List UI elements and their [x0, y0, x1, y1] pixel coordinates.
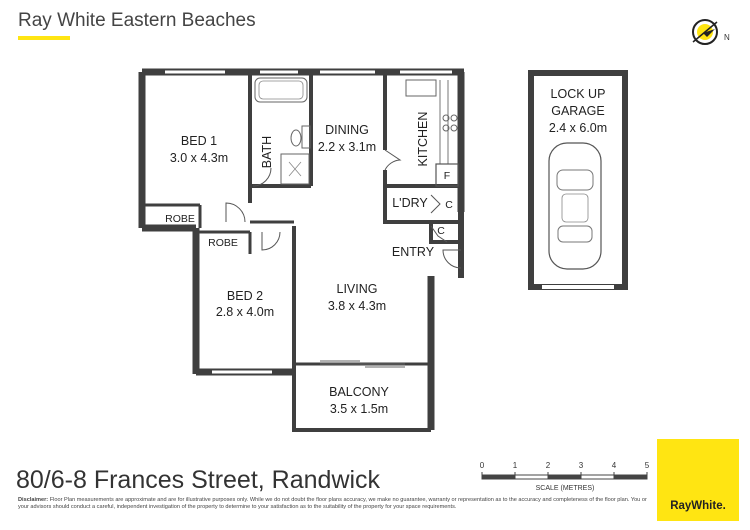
living-size: 3.8 x 4.3m: [328, 299, 386, 313]
bath-label: BATH: [260, 136, 274, 168]
bathtub-inner: [258, 80, 304, 100]
scale-tick-1: 1: [513, 461, 518, 470]
robe1-label: ROBE: [165, 213, 195, 225]
scale-bar: 0 1 2 3 4 5 SCALE (METRES): [480, 461, 650, 492]
garage-label-2: GARAGE: [551, 104, 605, 118]
garage-size: 2.4 x 6.0m: [549, 121, 607, 135]
shower: [280, 153, 310, 185]
scale-tick-2: 2: [546, 461, 551, 470]
cooktop-3: [442, 124, 450, 132]
scale-tick-4: 4: [612, 461, 617, 470]
door-cupboard2: [430, 225, 448, 243]
disclaimer: Disclaimer: Floor Plan measurements are …: [18, 497, 648, 512]
dining-label: DINING: [325, 123, 369, 137]
scale-label: SCALE (METRES): [536, 485, 595, 492]
cooktop-4: [450, 124, 458, 132]
door-entry: [442, 249, 462, 269]
kitchen-label: KITCHEN: [416, 112, 430, 167]
laundry-label: L'DRY: [392, 196, 428, 210]
car-rear-window: [557, 225, 593, 243]
wall-robe2: [196, 230, 252, 254]
garage-label-1: LOCK UP: [551, 87, 606, 101]
door-kitchen: [384, 149, 402, 171]
compass-label: N: [724, 33, 730, 42]
wall-robe1: [142, 203, 202, 228]
disclaimer-text: Floor Plan measurements are approximate …: [18, 497, 647, 511]
living-label: LIVING: [337, 282, 378, 296]
agency-underline: [18, 36, 70, 40]
bed2-size: 2.8 x 4.0m: [216, 305, 274, 319]
balcony-size: 3.5 x 1.5m: [330, 402, 388, 416]
balcony-wall: [292, 364, 431, 432]
ray-white-logo: RayWhite.: [657, 439, 739, 521]
wall-cupboard-entry: [429, 222, 461, 244]
bed1-label: BED 1: [181, 134, 217, 148]
kitchen-bench: [439, 80, 449, 164]
fridge-label: F: [444, 170, 450, 182]
shower-mark: [288, 161, 302, 177]
door-bath: [252, 167, 272, 187]
logo-text: RayWhite.: [670, 500, 726, 512]
agency-name: Ray White Eastern Beaches: [18, 10, 256, 31]
car-windscreen: [556, 169, 594, 191]
sink: [405, 79, 437, 97]
cupboard-label-1: C: [445, 199, 453, 211]
door-bed1: [225, 202, 246, 223]
entry-label: ENTRY: [392, 245, 435, 259]
car-roof: [561, 193, 589, 223]
bed2-label: BED 2: [227, 289, 263, 303]
fridge-box: [435, 163, 459, 187]
door-bed2: [261, 231, 281, 251]
scale-tick-3: 3: [579, 461, 584, 470]
sliding-door: [320, 360, 405, 368]
scale-tick-0: 0: [480, 461, 485, 470]
bathtub: [254, 77, 308, 103]
cooktop-2: [450, 114, 458, 122]
scale-tick-5: 5: [645, 461, 650, 470]
balcony-label: BALCONY: [329, 385, 389, 399]
toilet: [290, 129, 302, 147]
vanity: [301, 125, 311, 149]
bed1-size: 3.0 x 4.3m: [170, 151, 228, 165]
cooktop-1: [442, 114, 450, 122]
compass-icon: [692, 19, 718, 45]
cupboard-label-2: C: [437, 225, 445, 237]
property-address: 80/6-8 Frances Street, Randwick: [16, 466, 381, 494]
door-cupboard1: [430, 194, 441, 214]
car-icon: [548, 142, 602, 270]
disclaimer-label: Disclaimer:: [18, 497, 49, 503]
robe2-label: ROBE: [208, 237, 238, 249]
dining-size: 2.2 x 3.1m: [318, 140, 376, 154]
